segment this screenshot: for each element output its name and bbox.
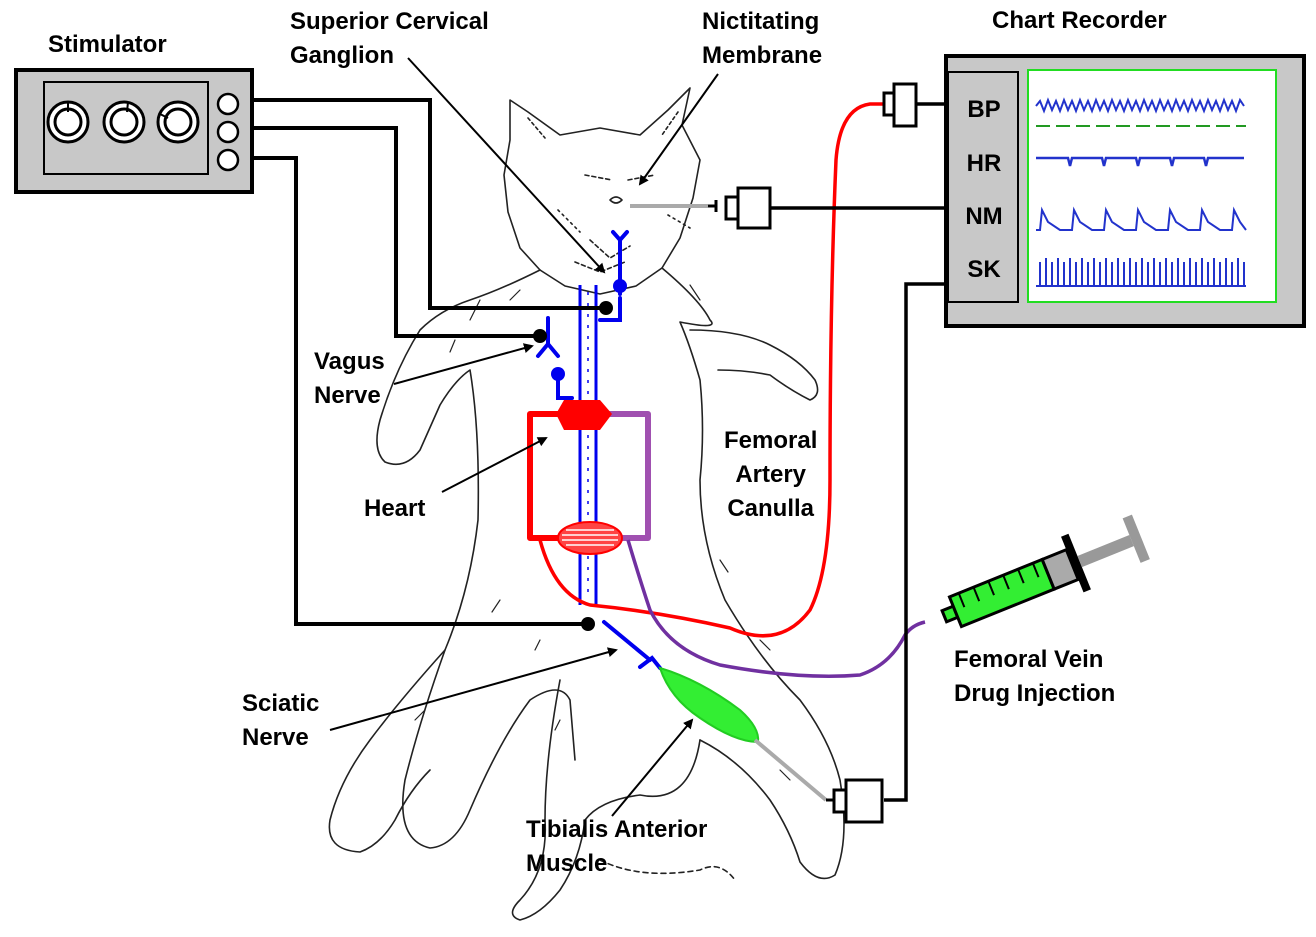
ganglion-nodes [551, 279, 627, 381]
circulation-loop [527, 102, 926, 678]
femoral-vein-line [626, 539, 926, 678]
tibialis-label-line1: Tibialis Anterior [526, 816, 708, 843]
chart-recorder-device [944, 54, 1306, 328]
femoral-artery-label-line1: Femoral [724, 427, 818, 454]
transducer-plug-icon [826, 778, 884, 824]
cat-outline-icon [328, 87, 845, 921]
vein-loop [606, 411, 651, 541]
vagus-nerve-label: Vagus Nerve [314, 345, 385, 413]
channel-label-bp: BP [967, 96, 1001, 123]
stimulation-wires [252, 98, 604, 626]
femoral-artery-canulla-line [538, 102, 884, 638]
femoral-artery-label-line2: Artery [735, 461, 807, 488]
channel-label-hr: HR [966, 150, 1002, 177]
nictitating-membrane-label: Nictitating Membrane [702, 5, 822, 73]
tibialis-anterior-muscle [658, 666, 828, 802]
femoral-vein-label-line2: Drug Injection [954, 680, 1116, 707]
recorder-leads [770, 102, 948, 802]
trace-bp [1035, 97, 1246, 127]
tibialis-anterior-label: Tibialis Anterior Muscle [526, 813, 707, 881]
spinal-cord [578, 285, 598, 605]
output-socket-icon [216, 120, 240, 144]
superior-cervical-ganglion-label: Superior Cervical Ganglion [290, 5, 489, 73]
channel-label-nm: NM [965, 203, 1003, 230]
dial-knob-icon [46, 100, 90, 144]
nm-label-line2: Membrane [702, 42, 823, 69]
heart [556, 400, 612, 430]
vagus-label-line1: Vagus [314, 348, 385, 375]
femoral-vein-label: Femoral Vein Drug Injection [954, 643, 1115, 711]
sciatic-label-line2: Nerve [242, 724, 309, 751]
transducer-plug-icon [882, 82, 918, 128]
leader-lines [329, 57, 719, 817]
femoral-artery-label-line3: Canulla [727, 495, 815, 522]
capillary-bed [557, 521, 623, 555]
output-socket-icon [216, 148, 240, 172]
nm-label-line1: Nictitating [702, 8, 820, 35]
channel-label-sk: SK [967, 256, 1001, 283]
nerve-pathways [536, 230, 662, 670]
transducer-plug-icon [708, 186, 772, 230]
scg-label-line1: Superior Cervical [290, 8, 489, 35]
sciatic-label-line1: Sciatic [242, 690, 320, 717]
dial-knob-icon [102, 100, 146, 144]
stimulator-label: Stimulator [48, 31, 167, 58]
artery-loop [527, 411, 572, 541]
trace-sk [1036, 258, 1246, 287]
dial-knob-icon [156, 100, 200, 144]
heart-label: Heart [364, 495, 426, 522]
syringe-icon [940, 514, 1150, 629]
sciatic-nerve-label: Sciatic Nerve [242, 687, 319, 755]
trace-hr [1036, 156, 1244, 167]
tibialis-label-line2: Muscle [526, 850, 608, 877]
trace-nm [1036, 206, 1247, 231]
output-socket-icon [216, 92, 240, 116]
stimulating-electrodes [533, 301, 613, 631]
femoral-vein-label-line1: Femoral Vein [954, 646, 1104, 673]
scg-label-line2: Ganglion [290, 42, 394, 69]
femoral-artery-canulla-label: Femoral Artery Canulla [724, 424, 817, 526]
chart-recorder-label: Chart Recorder [992, 7, 1167, 34]
vagus-label-line2: Nerve [314, 382, 381, 409]
stimulator-device [14, 68, 254, 194]
